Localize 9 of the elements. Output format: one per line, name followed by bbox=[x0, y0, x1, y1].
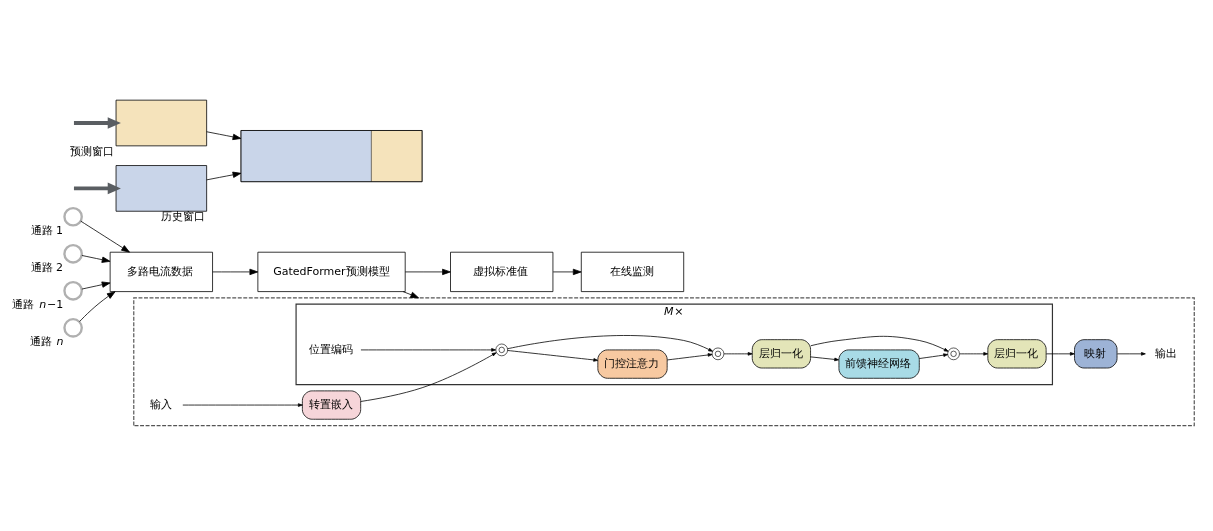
node-label: 预测窗口 bbox=[70, 144, 115, 158]
node-label: 通路 1 bbox=[30, 223, 64, 237]
node-label: 通路 n bbox=[29, 334, 64, 348]
node-label: 历史窗口 bbox=[160, 209, 205, 223]
node-text: 位置编码 bbox=[308, 342, 353, 356]
node-text: 输入 bbox=[149, 397, 172, 411]
node-text: 输出 bbox=[1155, 346, 1178, 360]
node-label: 通路 n−1 bbox=[12, 297, 64, 311]
node-label: 通路 2 bbox=[30, 260, 64, 274]
